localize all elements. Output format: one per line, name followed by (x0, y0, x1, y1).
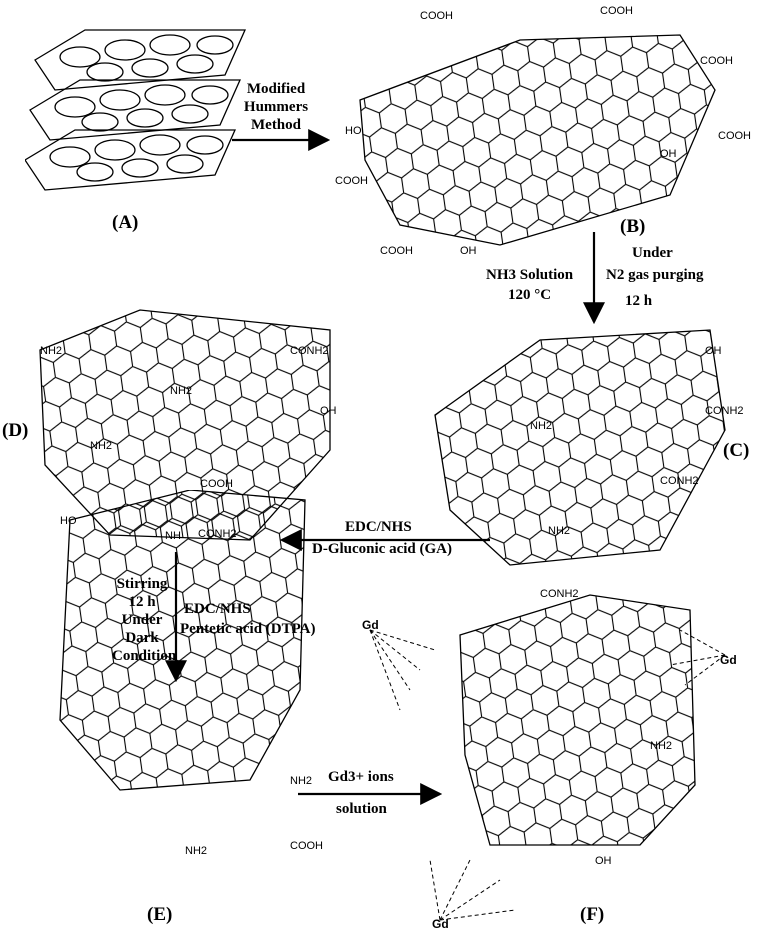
gd-ion-label: Gd (432, 917, 449, 931)
panel-label-c: (C) (723, 440, 750, 461)
aminated-graphene-sheet (434, 329, 726, 566)
step-hummers-line: Method (251, 117, 301, 133)
group-label: HO (345, 125, 362, 137)
step-stirring-line: Dark (125, 630, 159, 646)
group-label: NH (165, 530, 181, 542)
group-label: COOH (200, 478, 233, 490)
group-label: OH (320, 405, 337, 417)
panel-label-a: (A) (112, 212, 139, 233)
gd-ion-label: Gd (362, 618, 379, 632)
panel-label-e: (E) (147, 904, 173, 925)
group-label: COOH (335, 175, 368, 187)
group-label: NH2 (185, 845, 208, 857)
dtpa-graphene-sheet (59, 490, 306, 791)
graphite-stack (25, 29, 247, 191)
gd-chelated-graphene-sheet (459, 594, 696, 846)
group-label: NH2 (40, 345, 63, 357)
step-hummers-label: Modified Hummers Method (226, 80, 326, 134)
group-label: CONH2 (705, 405, 744, 417)
step-gd-solution-label: solution (336, 801, 387, 817)
step-edc1-label: EDC/NHS (345, 519, 412, 535)
panel-label-d: (D) (2, 420, 29, 441)
step-gd-label: Gd3+ ions (328, 769, 394, 785)
group-label: CONH2 (198, 528, 237, 540)
step-stirring-line: Condition (112, 648, 177, 664)
panel-label-b: (B) (620, 216, 646, 237)
gluconic-graphene-sheet (39, 309, 331, 541)
group-label: COOH (600, 5, 633, 17)
step-hummers-line: Modified (246, 81, 306, 97)
step-stirring-label: Stirring 12 h Under Dark Condition (112, 575, 177, 665)
step-stirring-line: Under (121, 612, 163, 628)
panel-label-f: (F) (580, 904, 605, 925)
gd-chelation-lines (369, 629, 726, 921)
group-label: COOH (420, 10, 453, 22)
group-label: COOH (700, 55, 733, 67)
step-hummers-line: Hummers (243, 99, 309, 115)
step-stirring-line: Stirring (116, 576, 168, 592)
step-dtpa-label: Pentetic acid (DTPA) (180, 621, 316, 637)
group-label: CONH2 (290, 345, 329, 357)
group-label: OH (660, 148, 677, 160)
gd-ion-label: Gd (720, 653, 737, 667)
group-label: NH2 (290, 775, 313, 787)
group-label: NH2 (90, 440, 113, 452)
group-label: CONH2 (660, 475, 699, 487)
group-label: NH2 (530, 420, 553, 432)
step-time-label: 12 h (625, 293, 653, 309)
step-edc2-label: EDC/NHS (184, 601, 251, 617)
step-nh3-label: NH3 Solution (486, 267, 574, 283)
step-stirring-line: 12 h (128, 594, 156, 610)
step-n2-label: N2 gas purging (606, 267, 704, 283)
group-label: NH2 (170, 385, 193, 397)
step-ga-label: D-Gluconic acid (GA) (312, 541, 452, 557)
group-label: CONH2 (540, 588, 579, 600)
group-label: COOH (718, 130, 751, 142)
group-label: HO (60, 515, 77, 527)
graphene-oxide-sheet (359, 34, 716, 246)
step-temp-label: 120 °C (508, 287, 552, 303)
group-label: OH (705, 345, 722, 357)
group-label: OH (460, 245, 477, 257)
group-label: NH2 (548, 525, 571, 537)
group-label: NH2 (650, 740, 673, 752)
group-label: COOH (290, 840, 323, 852)
group-label: OH (595, 855, 612, 867)
group-label: COOH (380, 245, 413, 257)
step-under-label: Under (632, 245, 673, 261)
